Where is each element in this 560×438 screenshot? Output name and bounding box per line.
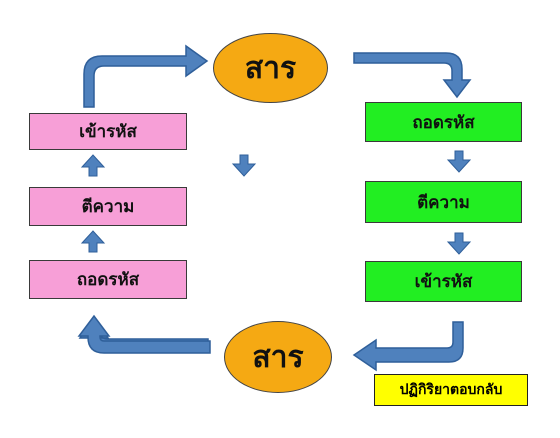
left-step-decode: ถอดรหัส (29, 260, 187, 299)
right-step-decode: ถอดรหัส (365, 102, 522, 142)
curved-arrow-top-right (353, 52, 472, 99)
down-arrow-right-1 (446, 150, 472, 173)
up-arrow-left-1 (80, 154, 106, 177)
left-step-encode: เข้ารหัส (29, 113, 187, 150)
curved-arrow-top-left (83, 44, 209, 108)
left-step-interpret: ตีความ (29, 187, 187, 226)
right-step-interpret: ตีความ (365, 181, 522, 223)
curved-arrow-bottom-left-body (77, 314, 211, 354)
down-arrow-center (231, 154, 257, 177)
message-node-bottom: สาร (224, 321, 332, 393)
up-arrow-left-2 (80, 230, 106, 253)
right-step-encode: เข้ารหัส (365, 261, 522, 302)
message-node-top: สาร (213, 33, 328, 103)
down-arrow-right-2 (446, 232, 472, 255)
curved-arrow-bottom-right (352, 321, 464, 372)
feedback-label: ปฏิกิริยาตอบกลับ (374, 374, 528, 406)
